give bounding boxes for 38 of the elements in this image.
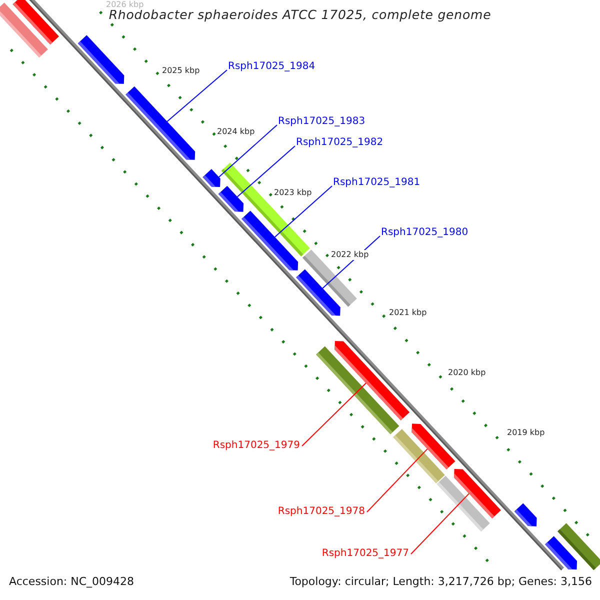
scale-label: 2019 kbp [507,428,545,438]
gene-feature [412,424,456,470]
gene-feature [78,35,124,84]
gene-feature [218,186,244,212]
gene-label: Rsph17025_1979 [212,440,300,452]
gene-feature [0,2,48,58]
scale-label: 2025 kbp [162,66,200,76]
leader-line [366,448,428,512]
gene-label: Rsph17025_1983 [278,116,366,128]
scale-label: 2021 kbp [389,308,427,318]
leader-line [274,186,332,238]
gene-feature [454,468,501,518]
scale-label: 2026 kbp [106,0,144,10]
gene-label: Rsph17025_1980 [381,227,468,239]
leader-line [302,382,367,446]
scale-label: 2024 kbp [217,127,255,137]
gene-label: Rsph17025_1977 [322,548,409,560]
leader-line [410,493,470,554]
gene-label: Rsph17025_1984 [228,61,316,73]
gene-feature [296,269,340,316]
gene-label: Rsph17025_1978 [278,506,365,518]
gene-feature [334,341,410,420]
gene-label: Rsph17025_1982 [296,137,384,149]
scale-label: 2020 kbp [448,368,486,378]
gene-feature [545,536,578,570]
genome-info-text: Topology: circular; Length: 3,217,726 bp; Genes: 3,156 [290,575,592,588]
leader-line [218,124,278,178]
title: Rhodobacter sphaeroides ATCC 17025, complete genome [108,9,492,22]
scale-label: 2023 kbp [274,188,312,198]
gene-label: Rsph17025_1981 [333,177,420,189]
gene-feature [514,503,537,526]
accession-text: Accession: NC_009428 [9,575,134,588]
gene-feature [242,210,298,270]
gene-feature [126,86,196,160]
leader-line [166,70,228,122]
leader-line [236,146,296,198]
scale-label: 2022 kbp [331,250,369,260]
gene-feature [202,169,220,187]
